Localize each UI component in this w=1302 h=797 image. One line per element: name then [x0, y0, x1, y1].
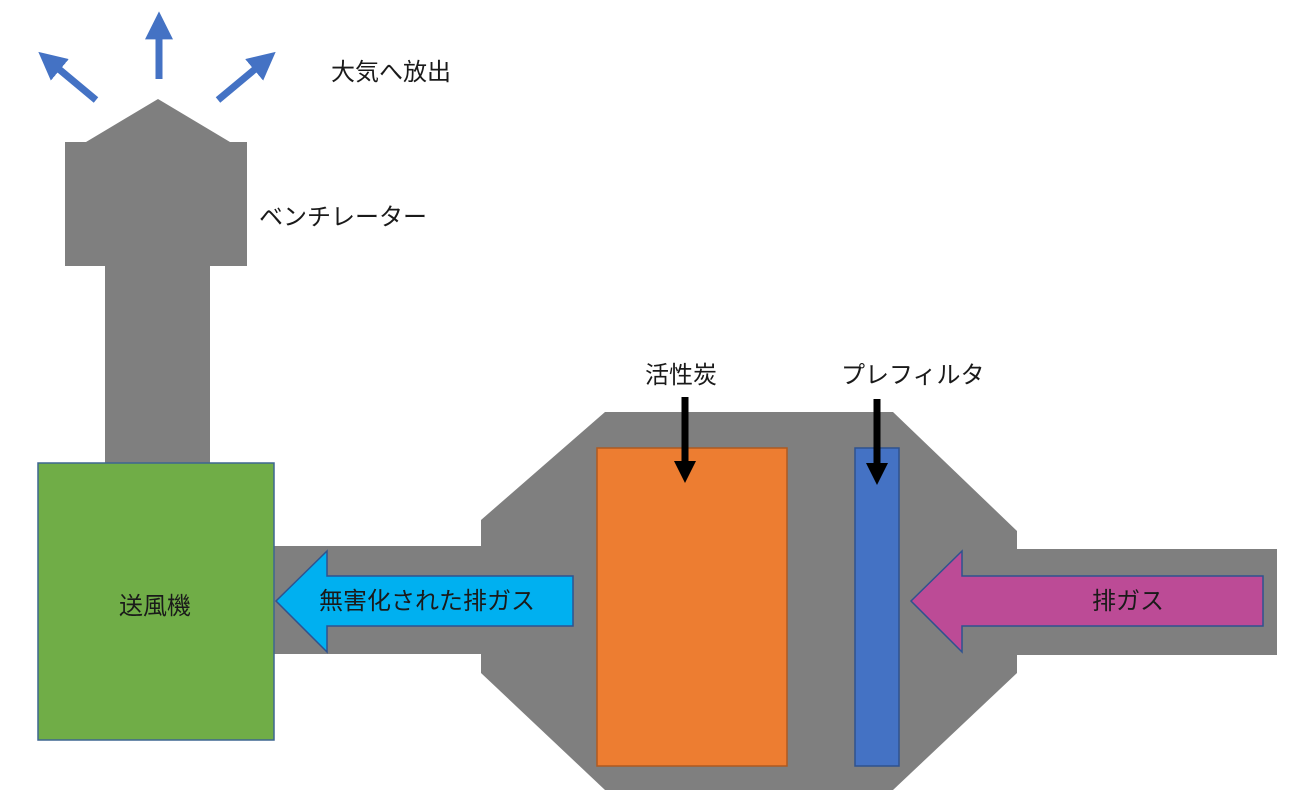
ventilator-label: ベンチレーター — [259, 203, 427, 231]
clean-gas-label: 無害化された排ガス — [319, 587, 535, 615]
activated-carbon-block — [596, 447, 788, 767]
release-arrow-up-right-icon — [215, 51, 276, 103]
release-arrow-up-left-icon — [38, 51, 99, 103]
release-label: 大気へ放出 — [331, 58, 451, 86]
prefilter-label: プレフィルタ — [841, 361, 985, 389]
arrow-down-icon — [674, 461, 696, 483]
clean-gas-arrow — [274, 549, 574, 654]
release-arrows — [38, 11, 276, 103]
blower-label: 送風機 — [119, 592, 191, 620]
vertical-duct — [105, 265, 210, 464]
activated-carbon-label: 活性炭 — [645, 361, 717, 389]
ventilator-cap — [65, 99, 247, 266]
exhaust-gas-arrow — [909, 549, 1264, 654]
activated-carbon-pointer — [674, 397, 696, 483]
prefilter-pointer — [866, 399, 888, 485]
blower-box — [37, 462, 275, 741]
arrow-down-icon — [866, 463, 888, 485]
exhaust-gas-label: 排ガス — [1092, 587, 1164, 615]
prefilter-block — [854, 447, 900, 767]
